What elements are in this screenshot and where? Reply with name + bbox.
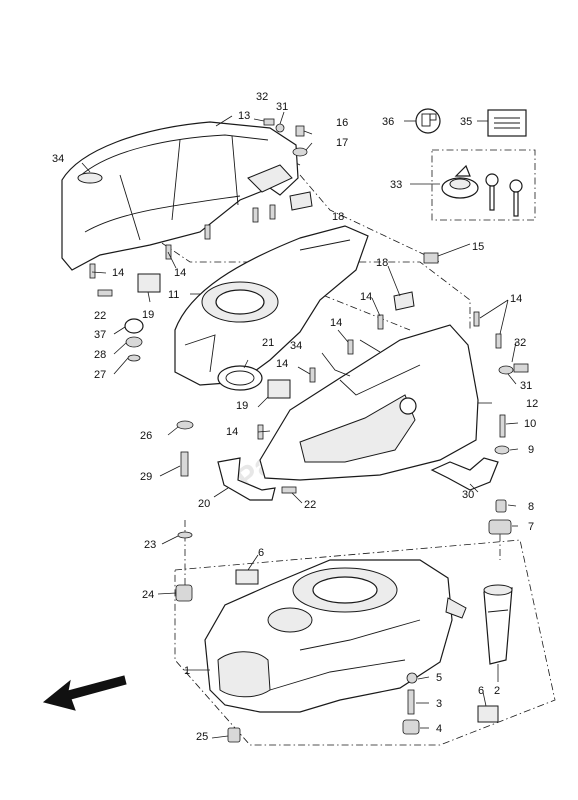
assembly-guide-lines [149,149,556,746]
guide-line [309,289,411,331]
bracket-part-20 [217,457,276,501]
callout-14: 14 [276,358,288,370]
callout-14: 14 [226,426,238,438]
fuel-pump-part-2 [483,584,513,665]
callout-14: 14 [360,291,372,303]
leader-lines [81,111,519,739]
callout-20: 20 [198,498,210,510]
callout-37: 37 [94,329,106,341]
callout-14: 14 [330,317,342,329]
callout-34: 34 [52,153,64,165]
direction-arrow-icon [42,675,127,711]
callout-8: 8 [528,501,534,513]
callout-18: 18 [376,257,388,269]
callout-14: 14 [510,293,522,305]
callout-21: 21 [262,337,274,349]
callout-17: 17 [336,137,348,149]
callout-10: 10 [524,418,536,430]
callout-1: 1 [184,665,190,677]
callout-12: 12 [526,398,538,410]
callout-27: 27 [94,369,106,381]
callout-18: 18 [332,211,344,223]
shroud-guide [149,234,471,330]
callout-26: 26 [140,430,152,442]
callout-4: 4 [436,723,442,735]
callout-28: 28 [94,349,106,361]
fuel-cap-icon [415,108,441,134]
key-set-box [431,149,536,221]
callout-5: 5 [436,672,442,684]
callout-11: 11 [168,289,179,301]
callout-14: 14 [174,267,186,279]
callout-7: 7 [528,521,534,533]
key-icon [485,173,523,217]
callout-22: 22 [304,499,316,511]
callout-14: 14 [112,267,124,279]
shroud-part-11 [174,225,369,386]
callout-32: 32 [514,337,526,349]
callout-6: 6 [258,547,264,559]
callout-36: 36 [382,116,394,128]
tank-cover-part-12 [259,324,479,481]
callout-9: 9 [528,444,534,456]
tank-assembly-box [174,539,556,746]
callout-labels: 1 2 3 4 5 6 6 7 8 9 10 11 12 13 14 14 14… [52,91,538,743]
callout-34: 34 [290,340,302,352]
callout-23: 23 [144,539,156,551]
key-set-part-33 [441,164,523,217]
callout-31: 31 [520,380,532,392]
callout-2: 2 [494,685,500,697]
label-sticker-icon [487,109,527,137]
fuel-tank-part-1 [204,559,467,713]
callout-22: 22 [94,310,106,322]
callout-25: 25 [196,731,208,743]
callout-16: 16 [336,117,348,129]
bracket-part-30 [430,457,499,491]
callout-19: 19 [236,400,248,412]
callout-33: 33 [390,179,402,191]
fasteners [89,118,529,743]
top-cover-part-13 [61,121,299,271]
callout-19: 19 [142,309,154,321]
guide-line [299,174,441,263]
callout-13: 13 [238,110,250,122]
callout-35: 35 [460,116,472,128]
callout-29: 29 [140,471,152,483]
callout-32: 32 [256,91,268,103]
callout-15: 15 [472,241,484,253]
callout-24: 24 [142,589,154,601]
callout-31: 31 [276,101,288,113]
callout-3: 3 [436,698,442,710]
callout-30: 30 [462,489,474,501]
gasket-part-21 [217,365,263,391]
callout-6: 6 [478,685,484,697]
